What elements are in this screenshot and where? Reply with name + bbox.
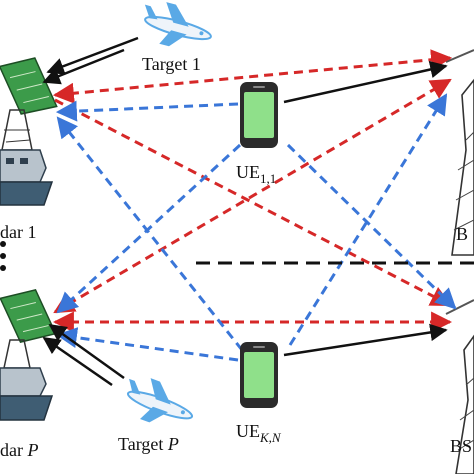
- black-link: [283, 60, 448, 104]
- blue-dashed-links: [55, 93, 457, 362]
- red-link: [53, 78, 452, 314]
- blue-link: [286, 143, 457, 310]
- bs-bottom-label: BS: [450, 436, 472, 456]
- black-link: [42, 336, 113, 387]
- smartphone-icon: [240, 342, 278, 408]
- radar-ship-icon: [0, 57, 58, 206]
- airplane-icon: [144, 2, 212, 47]
- ue-top-label: UE1,1: [236, 162, 276, 186]
- black-link: [46, 36, 139, 75]
- radar-1-label: dar 1: [0, 222, 36, 242]
- bs-top-label: B: [456, 224, 468, 244]
- ue-bottom-label: UEK,N: [236, 421, 282, 445]
- blue-link: [288, 93, 448, 346]
- target-1-label: Target 1: [142, 54, 201, 74]
- radar-ship-icon: [0, 288, 57, 421]
- black-link: [42, 48, 125, 85]
- black-link: [48, 323, 125, 380]
- black-link: [283, 323, 448, 357]
- radar-p-label: dar P: [0, 440, 38, 460]
- blue-link: [55, 100, 239, 122]
- red-dashed-links: [52, 49, 453, 333]
- vertical-ellipsis-icon: [0, 241, 6, 271]
- blue-link: [56, 116, 244, 351]
- target-p-label: Target P: [118, 434, 179, 454]
- airplane-icon: [126, 378, 194, 423]
- blue-link: [56, 143, 242, 314]
- smartphone-icon: [240, 82, 278, 148]
- blue-link: [55, 327, 239, 362]
- black-solid-links: [42, 36, 448, 387]
